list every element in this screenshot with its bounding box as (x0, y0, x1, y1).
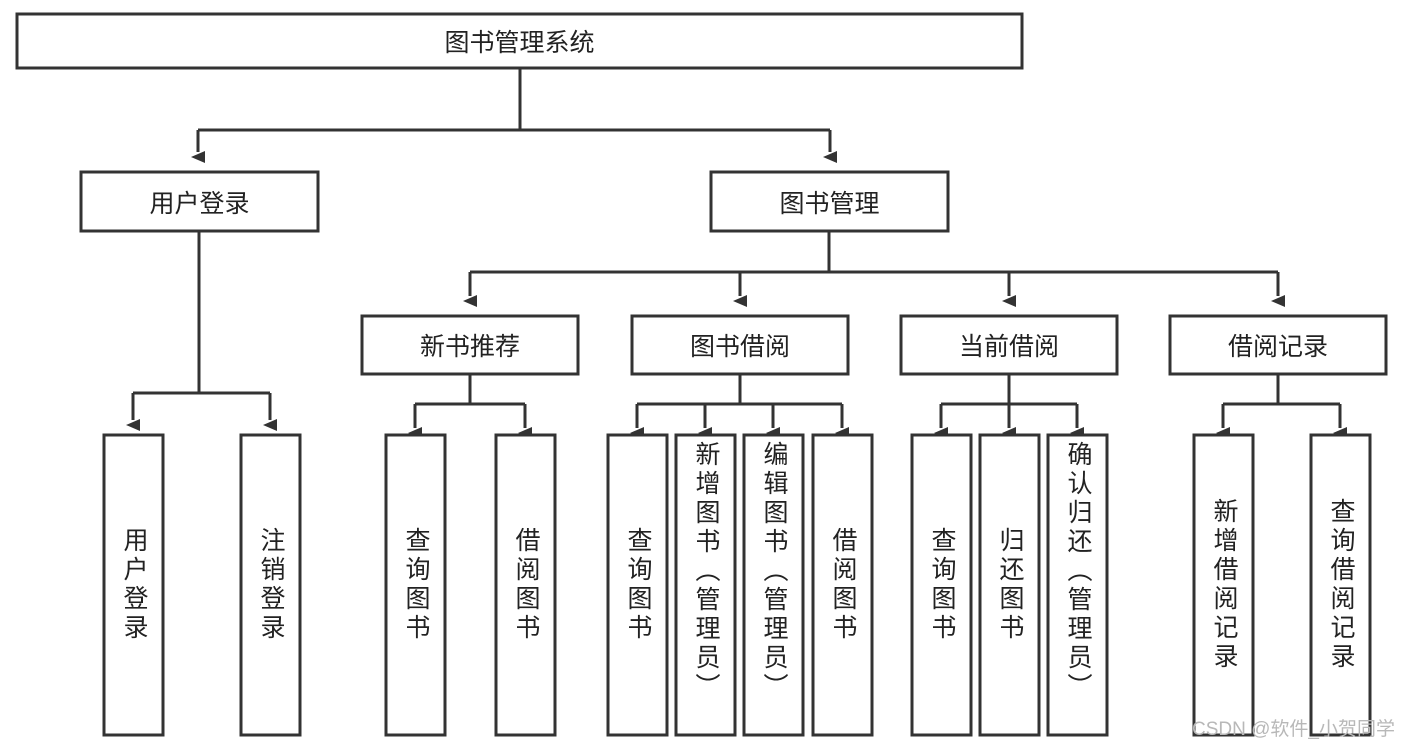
node-book-management[interactable] (709, 170, 950, 233)
node-borrow-record[interactable] (1168, 314, 1388, 376)
node-new-book-recommend[interactable] (360, 314, 580, 376)
node-leaf-query-book-2[interactable] (606, 433, 669, 737)
node-current-borrow[interactable] (899, 314, 1119, 376)
node-leaf-edit-book[interactable] (742, 433, 805, 737)
node-user-login[interactable] (79, 170, 320, 233)
node-leaf-query-book-1[interactable] (384, 433, 447, 737)
node-leaf-return-book[interactable] (978, 433, 1041, 737)
node-leaf-borrow-book-2[interactable] (811, 433, 874, 737)
node-leaf-user-logout[interactable] (239, 433, 302, 737)
node-leaf-add-borrow-record[interactable] (1192, 433, 1255, 737)
node-leaf-borrow-book-1[interactable] (494, 433, 557, 737)
node-leaf-user-login[interactable] (102, 433, 165, 737)
node-root[interactable] (15, 12, 1024, 70)
node-leaf-add-book[interactable] (674, 433, 737, 737)
node-leaf-confirm-return[interactable] (1046, 433, 1109, 737)
node-leaf-query-book-3[interactable] (910, 433, 973, 737)
node-leaf-query-borrow-record[interactable] (1309, 433, 1372, 737)
node-book-borrow[interactable] (630, 314, 850, 376)
